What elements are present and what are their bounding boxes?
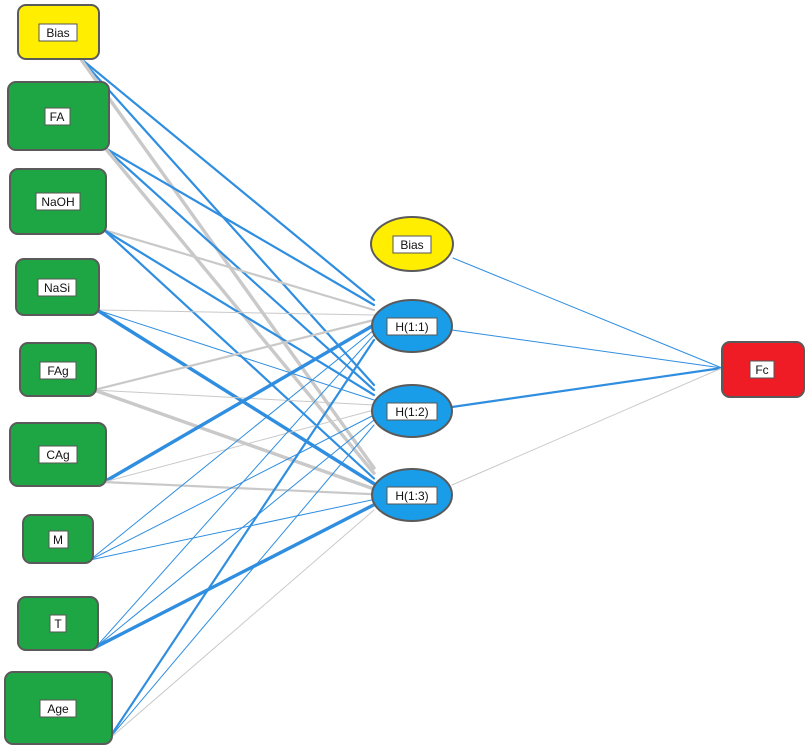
hidden-label-h1-3: H(1:3)	[395, 489, 428, 503]
connection-nasi-to-h3	[95, 308, 376, 486]
input-node-age: Age	[4, 671, 113, 745]
connection-hidden_bias-to-fc	[452, 257, 723, 369]
hidden-bias-label: Bias	[400, 238, 423, 252]
hidden-node-h1-1: H(1:1)	[371, 299, 453, 353]
input-node-naoh: NaOH	[9, 168, 107, 235]
connection-age-to-h2	[107, 424, 375, 741]
input-label-nasi: NaSi	[44, 281, 70, 295]
input-node-t: T	[17, 596, 99, 651]
connection-m-to-h2	[89, 414, 375, 561]
input-bias-label: Bias	[46, 26, 69, 40]
connection-input_bias-to-h1	[78, 56, 376, 302]
connection-cag-to-h1	[102, 323, 376, 484]
input-label-fa: FA	[50, 110, 65, 124]
connection-cag-to-h3	[102, 480, 376, 496]
input-node-fa: FA	[7, 81, 110, 151]
connection-t-to-h1	[95, 334, 375, 648]
connection-fag-to-h2	[93, 389, 375, 406]
output-node-fc: Fc	[721, 341, 805, 398]
connection-cag-to-h2	[103, 409, 375, 483]
input-label-t: T	[54, 617, 62, 631]
hidden-label-h1-2: H(1:2)	[395, 405, 428, 419]
connection-fag-to-h1	[92, 318, 376, 392]
hidden-bias-node: Bias	[370, 216, 454, 272]
input-label-m: M	[53, 533, 63, 547]
connection-input_bias-to-h3	[78, 56, 376, 470]
connection-age-to-h3	[107, 509, 375, 741]
connection-age-to-h1	[106, 338, 376, 742]
connection-fa-to-h1	[103, 146, 376, 307]
output-label-fc: Fc	[755, 363, 768, 377]
connection-fa-to-h3	[103, 146, 376, 475]
input-label-naoh: NaOH	[41, 195, 74, 209]
input-bias-node: Bias	[17, 4, 100, 60]
connection-input_bias-to-h2	[78, 56, 376, 387]
connection-m-to-h1	[89, 329, 375, 561]
hidden-node-h1-3: H(1:3)	[371, 468, 453, 522]
connection-h1-to-fc	[451, 329, 723, 369]
connection-lines	[78, 56, 724, 742]
connection-h2-to-fc	[450, 366, 724, 409]
input-label-cag: CAg	[46, 448, 69, 462]
input-node-fag: FAg	[19, 342, 97, 397]
input-label-fag: FAg	[47, 364, 68, 378]
input-node-m: M	[22, 514, 94, 564]
hidden-node-h1-2: H(1:2)	[371, 384, 453, 438]
connection-fag-to-h3	[92, 388, 376, 491]
connection-h3-to-fc	[451, 367, 723, 486]
hidden-label-h1-1: H(1:1)	[395, 320, 428, 334]
connection-naoh-to-h1	[102, 228, 376, 312]
connection-t-to-h2	[95, 419, 375, 648]
connection-m-to-h3	[89, 499, 375, 561]
connection-t-to-h3	[94, 503, 376, 649]
connection-nasi-to-h1	[96, 309, 375, 316]
input-node-cag: CAg	[9, 422, 107, 487]
input-node-nasi: NaSi	[15, 258, 100, 316]
input-label-age: Age	[47, 702, 69, 716]
